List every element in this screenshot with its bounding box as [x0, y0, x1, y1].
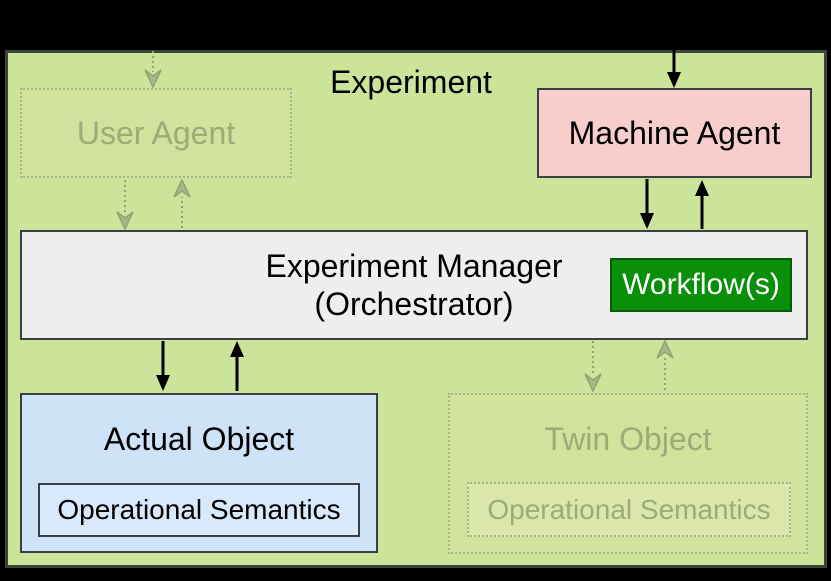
node-experiment-manager: Experiment Manager (Orchestrator) — [20, 230, 808, 340]
workflow-label: Workflow(s) — [622, 268, 780, 301]
experiment-manager-label-line2: (Orchestrator) — [314, 286, 514, 322]
experiment-manager-label-line1: Experiment Manager — [265, 248, 563, 284]
node-user-agent: User Agent — [20, 88, 292, 178]
twin-object-label: Twin Object — [544, 420, 712, 457]
actual-operational-semantics-label: Operational Semantics — [57, 494, 341, 525]
node-twin-operational-semantics: Operational Semantics — [467, 482, 791, 537]
twin-operational-semantics-label: Operational Semantics — [487, 493, 771, 525]
actual-object-label: Actual Object — [103, 420, 295, 457]
machine-agent-label: Machine Agent — [568, 114, 781, 151]
node-machine-agent: Machine Agent — [537, 88, 812, 178]
experiment-label: Experiment — [330, 64, 492, 100]
node-twin-object: Twin Object Operational Semantics — [448, 393, 808, 554]
node-actual-object: Actual Object Operational Semantics — [20, 393, 378, 553]
node-workflow: Workflow(s) — [610, 258, 792, 312]
node-actual-operational-semantics: Operational Semantics — [38, 483, 360, 537]
user-agent-label: User Agent — [76, 114, 236, 151]
